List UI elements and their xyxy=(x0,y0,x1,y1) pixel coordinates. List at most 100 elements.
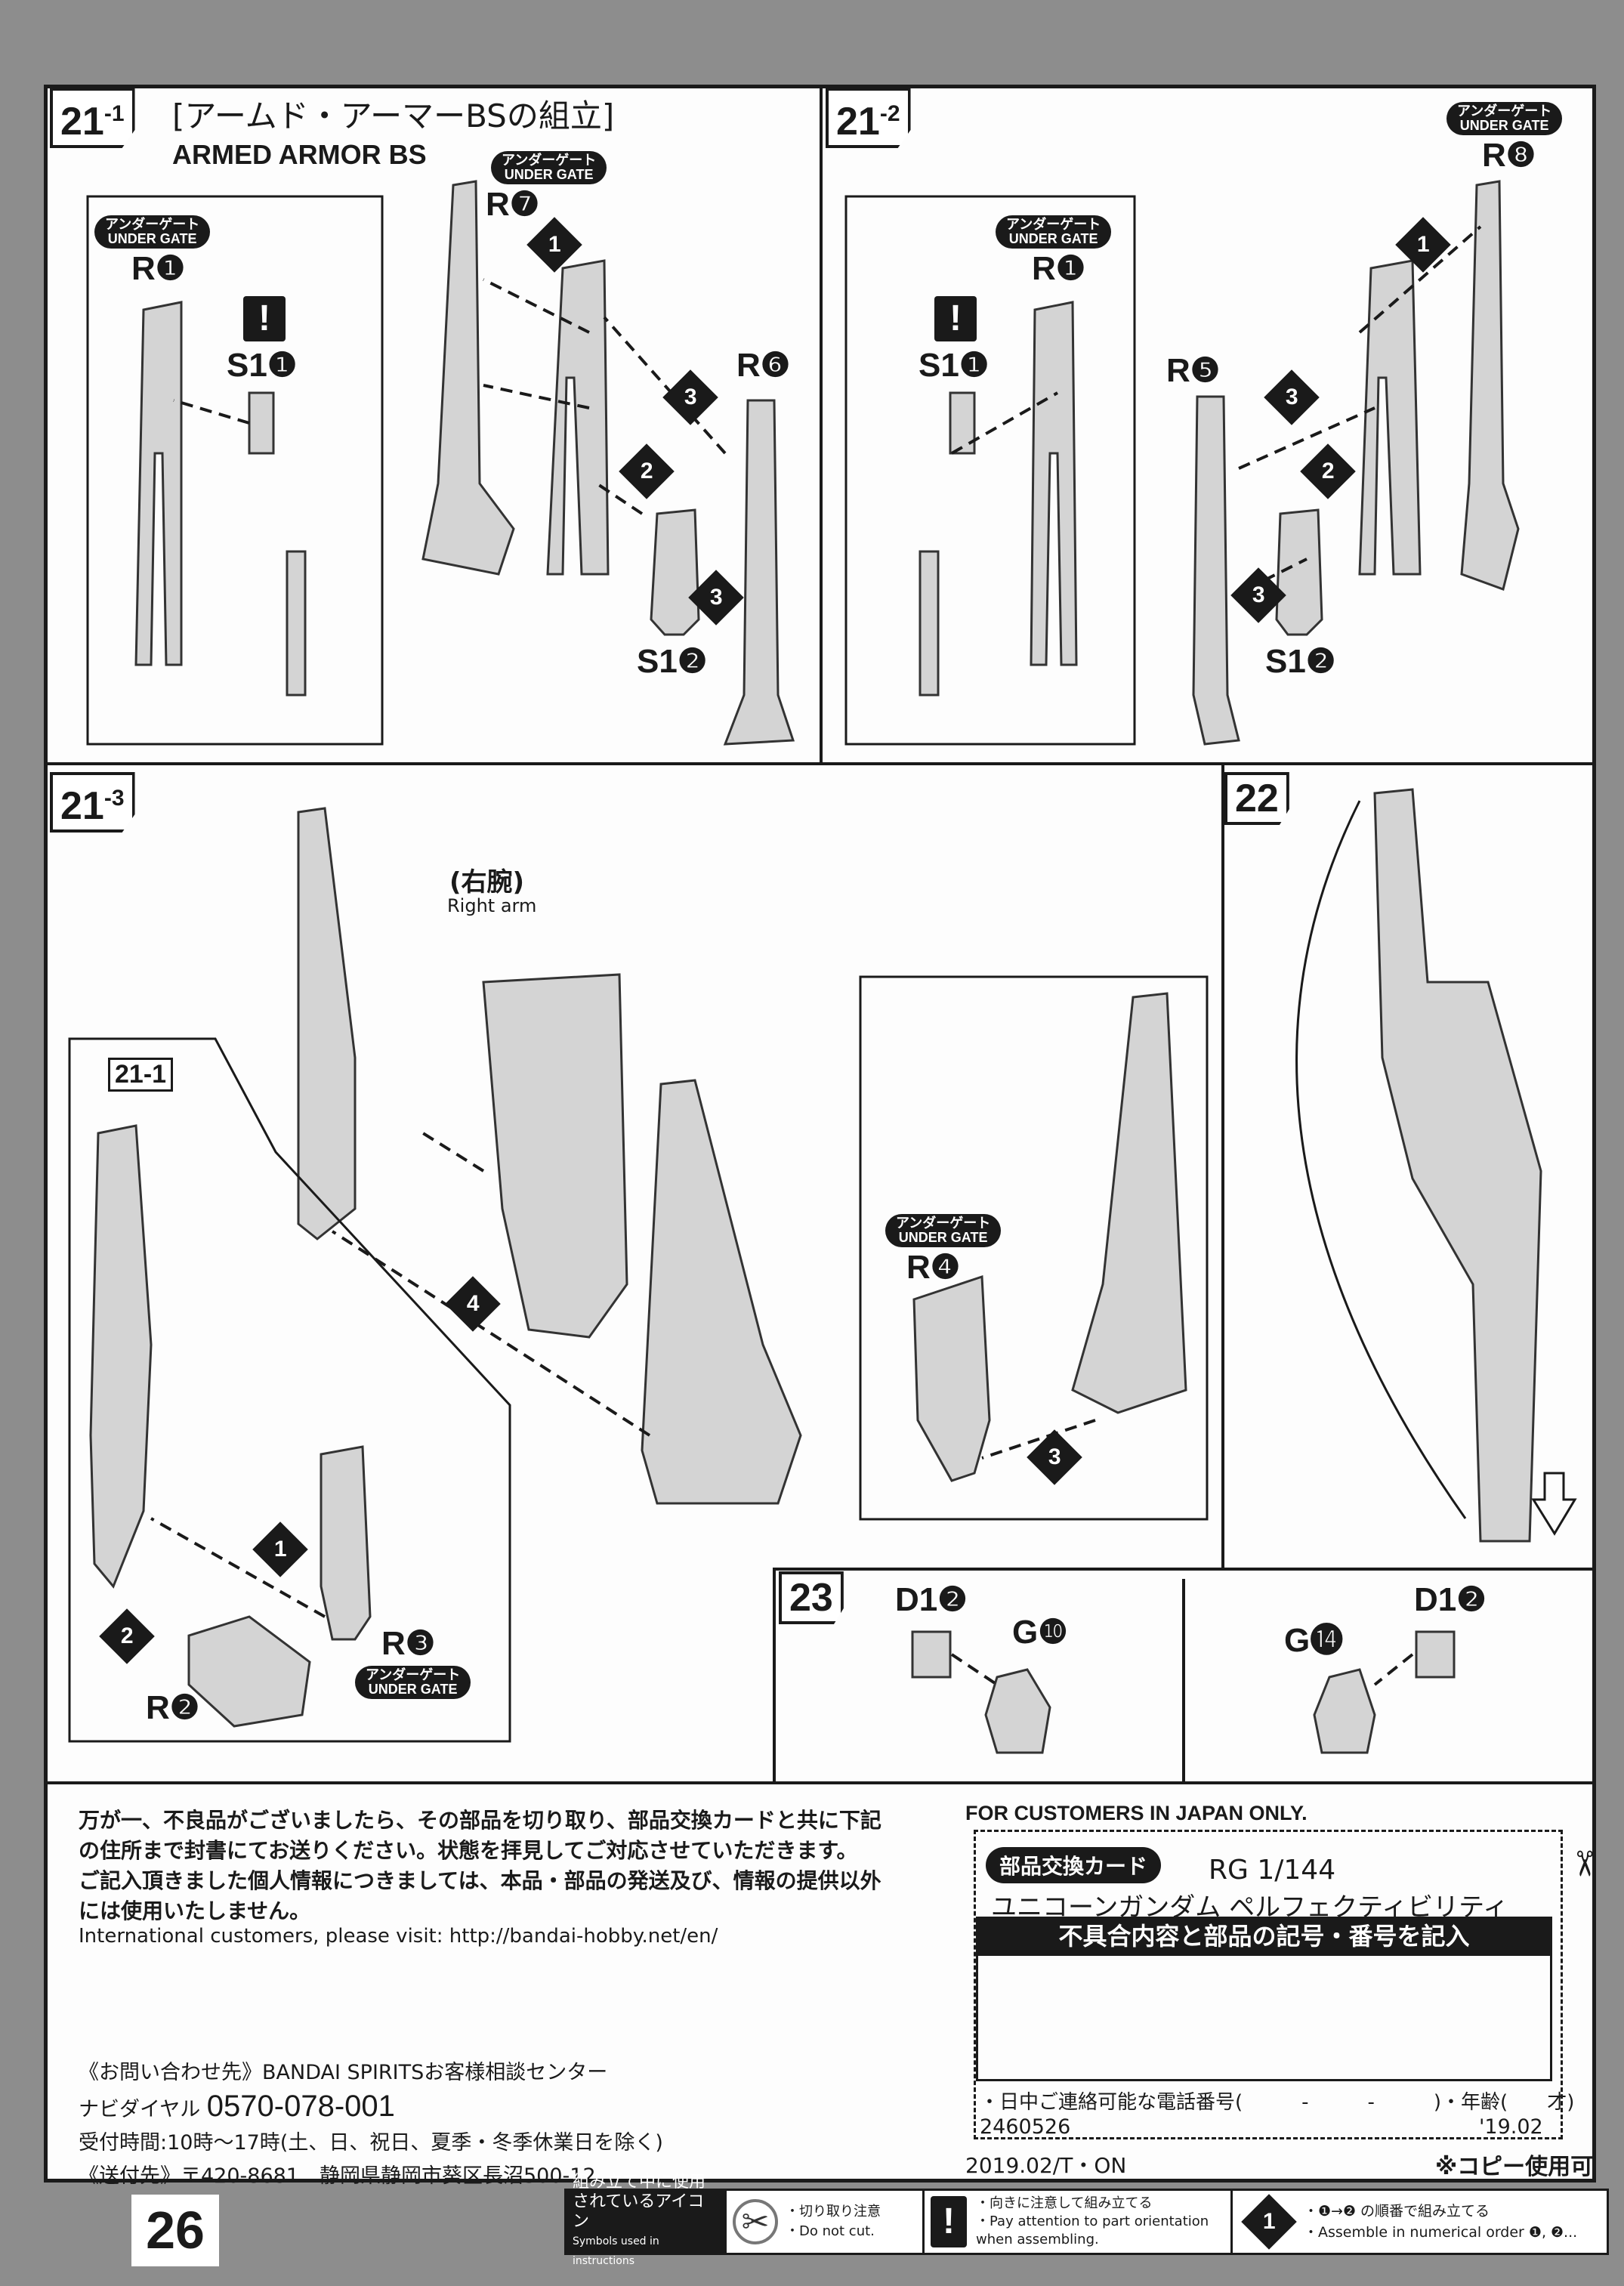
page-number: 26 xyxy=(131,2195,219,2266)
legend-do-not-cut: ✂ ・切り取り注意・Do not cut. xyxy=(727,2191,925,2253)
part-label-r2: R❷ xyxy=(146,1689,200,1726)
panel-23 xyxy=(773,1568,1596,1784)
part-s1-2-b xyxy=(1275,508,1323,636)
right-arm-label-jp: (右腕) xyxy=(449,867,525,897)
exchange-card-badge: 部品交換カード xyxy=(986,1847,1162,1883)
arrow-line xyxy=(603,316,727,455)
card-code: 2460526 xyxy=(980,2115,1071,2139)
part-shield-c xyxy=(89,1124,153,1589)
part-label-s1-2: S1❷ xyxy=(637,643,708,680)
symbol-legend: 組み立て中に使用 されているアイコン Symbols used in instr… xyxy=(564,2173,1609,2267)
part-r4-shield xyxy=(1071,992,1187,1414)
arrow-line xyxy=(173,399,250,425)
arrow-line xyxy=(483,384,590,409)
inset-box-21-3 xyxy=(859,975,1209,1521)
orientation-warning-icon: ! xyxy=(243,296,286,341)
hand-g10 xyxy=(984,1668,1051,1754)
arrow-line xyxy=(150,1517,326,1618)
part-label-s1-2: S1❷ xyxy=(1265,643,1336,680)
card-instructions-band: 不具合内容と部品の記号・番号を記入 xyxy=(976,1917,1552,1956)
inset-box-21-2 xyxy=(844,195,1136,746)
part-label-r4: R❹ xyxy=(906,1249,961,1286)
arrow-line xyxy=(1358,225,1482,334)
legend-title-jp: 組み立て中に使用 xyxy=(573,2173,706,2192)
panel-21-2 xyxy=(820,85,1596,765)
part-label-d1: D1❷ xyxy=(1414,1581,1487,1618)
part-assembled-arm xyxy=(1373,788,1542,1543)
notice-line: の住所まで封書にてお送りください。状態を拝見してご対応させていただきます。 xyxy=(79,1838,858,1863)
part-d1-a xyxy=(911,1630,952,1679)
step-reference-21-1: 21-1 xyxy=(108,1058,174,1092)
part-r5 xyxy=(1192,395,1240,746)
card-scale: RG 1/144 xyxy=(1209,1855,1336,1886)
phone-age-line: ・日中ご連絡可能な電話番号( - - )・年齢( 才) xyxy=(980,2091,1575,2114)
part-r4 xyxy=(912,1274,991,1482)
part-r3 xyxy=(320,1445,372,1641)
part-label-r1: R❶ xyxy=(1032,250,1086,287)
right-arm-label-en: Right arm xyxy=(447,895,537,916)
panel-21-3-lower xyxy=(44,1568,776,1784)
orientation-warning-icon: ! xyxy=(931,2196,967,2247)
part-r1 xyxy=(134,301,183,666)
print-code: 2019.02/T・ON xyxy=(965,2153,1127,2178)
part-d1-b xyxy=(1415,1630,1456,1679)
part-label-r3: R❸ xyxy=(381,1625,436,1662)
part-label-r1: R❶ xyxy=(131,250,186,287)
card-date: '19.02 xyxy=(1479,2115,1543,2139)
step-badge-21-2: 21-2 xyxy=(826,88,911,148)
arrow-line xyxy=(483,278,590,334)
part-label-g10: G❿ xyxy=(1012,1614,1068,1651)
navi-dial: ナビダイヤル 0570-078-001 xyxy=(79,2090,663,2127)
do-not-cut-icon: ✂ xyxy=(733,2199,778,2244)
part-armor xyxy=(546,259,610,576)
down-arrow-icon xyxy=(1531,1472,1577,1536)
part-r7 xyxy=(421,180,515,576)
arrow-line xyxy=(595,482,644,515)
part-shield-b xyxy=(641,1079,802,1505)
part-label-s1-1: S1❶ xyxy=(919,347,990,384)
part-label-r5: R❺ xyxy=(1166,352,1221,389)
arrow-line xyxy=(981,1419,1096,1460)
legend-order: 1 ・❶→❷ の順番で組み立てる・Assemble in numerical o… xyxy=(1233,2191,1607,2253)
part-r8 xyxy=(1460,180,1520,591)
step-title-jp: [アームド・アーマーBSの組立] xyxy=(172,97,615,134)
part-label-g14: G⓮ xyxy=(1284,1622,1344,1659)
defect-details-field[interactable] xyxy=(976,1956,1552,2081)
legend-text: ・❶→❷ の順番で組み立てる xyxy=(1304,2203,1490,2220)
legend-title-jp: されているアイコン xyxy=(573,2192,705,2231)
part-label-s1-1: S1❶ xyxy=(227,347,298,384)
legend-title-en: Symbols used in instructions xyxy=(573,2235,659,2267)
mailing-address: 《送付先》〒420-8681 静岡県静岡市葵区長沼500-12 xyxy=(79,2164,596,2188)
contact-heading: 《お問い合わせ先》BANDAI SPIRITSお客様相談センター xyxy=(79,2061,608,2084)
notice-line: には使用いたしません。 xyxy=(79,1898,311,1923)
callout-21-1 xyxy=(68,1037,511,1743)
legend-text: ・切り取り注意 xyxy=(786,2204,881,2220)
legend-text: ・向きに注意して組み立てる xyxy=(976,2195,1153,2211)
part-r6 xyxy=(723,399,795,746)
part-s1-b xyxy=(949,391,976,455)
part-s1-detail xyxy=(286,550,307,697)
orientation-warning-icon: ! xyxy=(934,296,977,341)
part-label-d1: D1❷ xyxy=(895,1581,968,1618)
legend-text: ・Assemble in numerical order ❶, ❷... xyxy=(1304,2224,1578,2241)
legend-text: ・Do not cut. xyxy=(786,2223,875,2239)
legend-orientation: ! ・向きに注意して組み立てる・Pay attention to part or… xyxy=(925,2191,1233,2253)
arrow-line xyxy=(1238,406,1375,470)
part-label-r7: R❼ xyxy=(486,186,540,223)
part-s1-2 xyxy=(650,508,700,636)
navi-label: ナビダイヤル xyxy=(79,2098,201,2121)
part-r2 xyxy=(187,1615,311,1728)
arrow-line xyxy=(421,1132,485,1172)
exchange-card xyxy=(974,1830,1563,2139)
swing-arc xyxy=(1295,800,1467,1519)
notice-line: ご記入頂きました個人情報につきましては、本品・部品の発送及び、情報の提供以外 xyxy=(79,1868,881,1893)
inset-box-21-1 xyxy=(86,195,384,746)
international-link[interactable]: International customers, please visit: h… xyxy=(79,1925,718,1948)
legend-text: when assembling. xyxy=(976,2232,1099,2247)
part-s1-detail-b xyxy=(919,550,940,697)
business-hours: 受付時間:10時～17時(土、日、祝日、夏季・冬季休業日を除く) xyxy=(79,2131,663,2155)
hand-g14 xyxy=(1313,1668,1376,1754)
